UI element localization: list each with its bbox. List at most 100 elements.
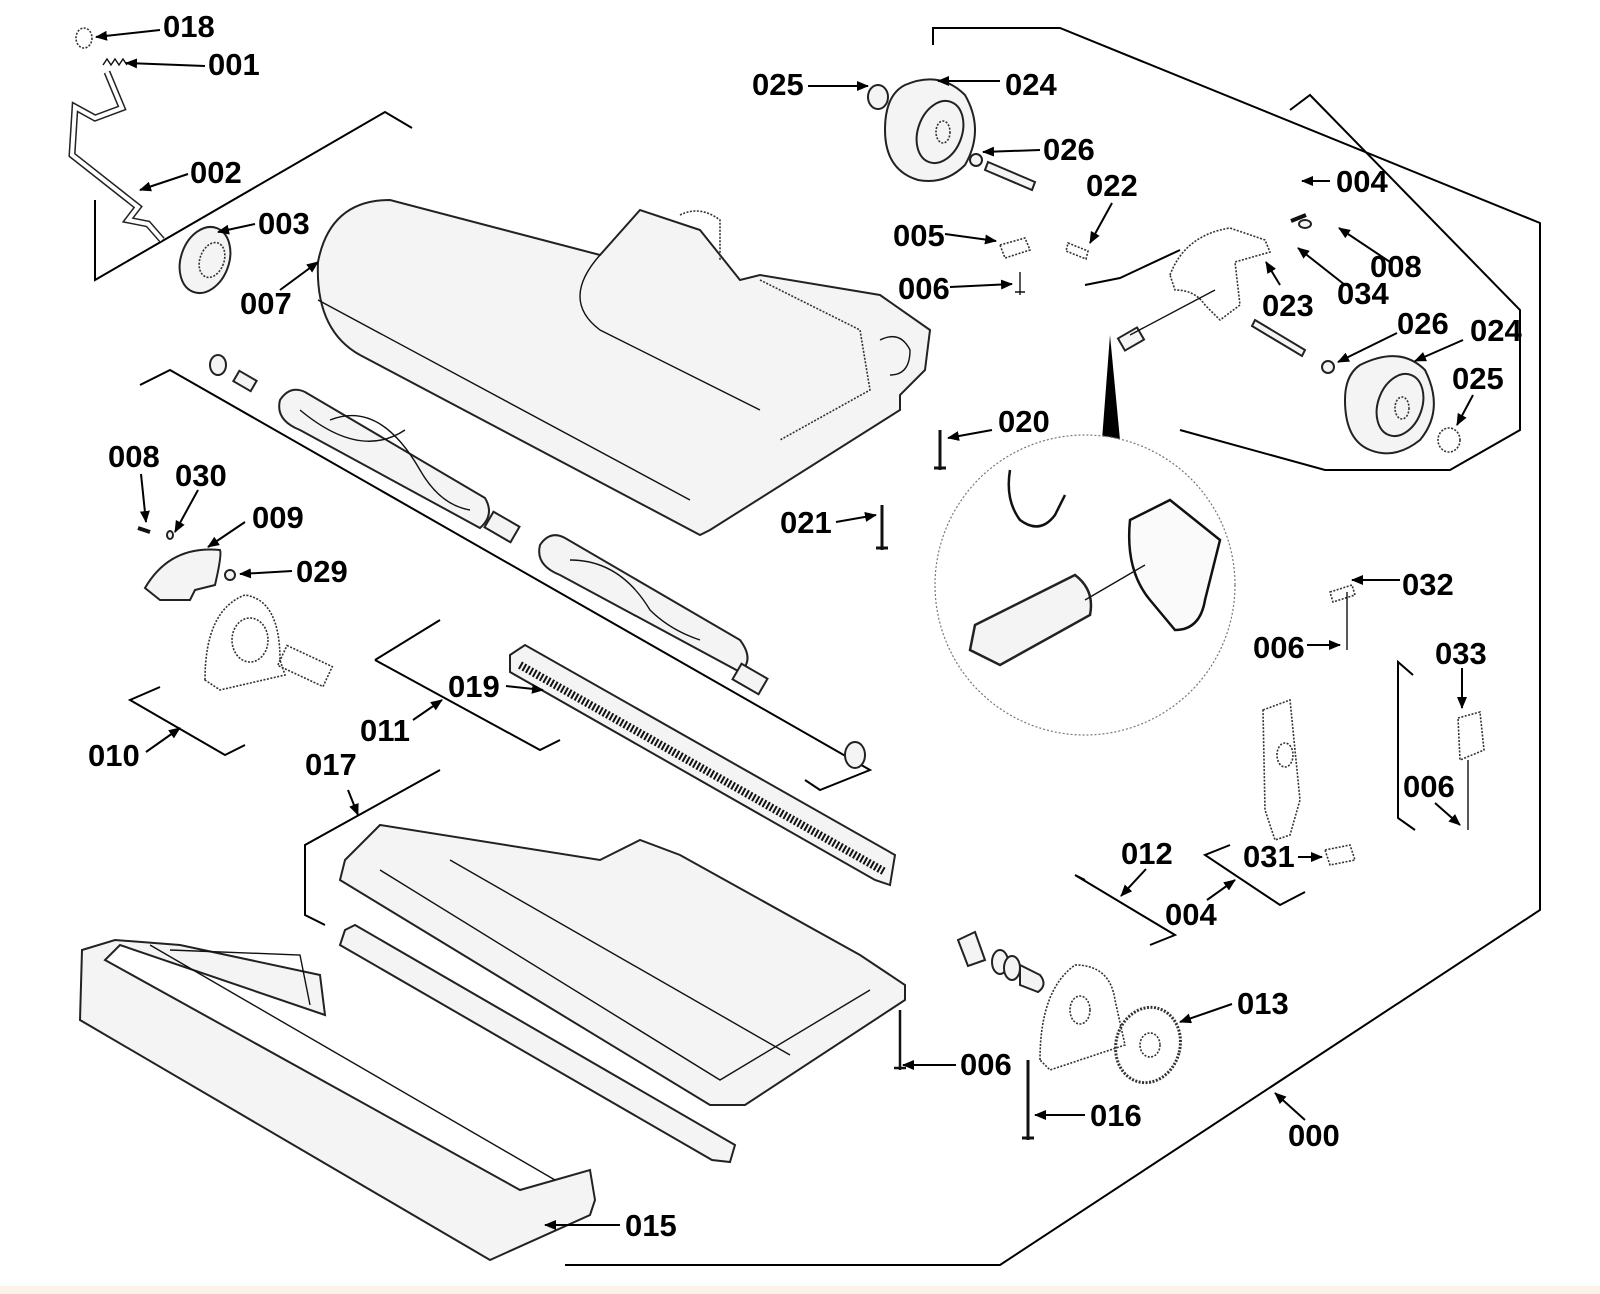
assembly-bracket-033 xyxy=(1397,659,1416,831)
callout-031[interactable]: 031 xyxy=(1243,839,1323,874)
bristle-strip-part xyxy=(509,643,897,887)
callout-label: 003 xyxy=(258,206,310,241)
callout-label: 032 xyxy=(1402,567,1454,602)
callout-015[interactable]: 015 xyxy=(544,1208,677,1243)
bracket-part-032 xyxy=(1329,583,1356,650)
small-parts-left xyxy=(137,213,1307,581)
callout-006-switch[interactable]: 006 xyxy=(1403,769,1461,826)
spring-part-001 xyxy=(102,57,128,67)
bumper-part xyxy=(78,938,597,1262)
callout-007[interactable]: 007 xyxy=(240,261,319,321)
callout-020[interactable]: 020 xyxy=(947,404,1050,441)
callout-002[interactable]: 002 xyxy=(139,155,242,192)
assembly-bracket-023 xyxy=(1084,249,1181,286)
callout-006-top[interactable]: 006 xyxy=(898,271,1013,306)
nozzle-housing-part xyxy=(316,198,932,537)
assembly-bracket-002 xyxy=(94,110,413,282)
callout-label: 005 xyxy=(893,218,945,253)
callout-label: 000 xyxy=(1288,1118,1340,1153)
callout-label: 026 xyxy=(1043,132,1095,167)
callout-label: 020 xyxy=(998,404,1050,439)
callout-label: 025 xyxy=(1452,361,1504,396)
height-lever-part xyxy=(1262,698,1357,866)
callout-004-top[interactable]: 004 xyxy=(1301,164,1388,199)
callout-label: 006 xyxy=(1403,769,1455,804)
callout-label: 033 xyxy=(1435,636,1487,671)
callout-013[interactable]: 013 xyxy=(1179,986,1289,1024)
pedal-cap-part xyxy=(75,27,93,49)
screw-part-016 xyxy=(1022,1060,1034,1140)
callout-010[interactable]: 010 xyxy=(88,727,181,773)
callout-008-top[interactable]: 008 xyxy=(1338,227,1422,284)
assembly-bracket-004 xyxy=(1179,93,1521,471)
callout-029[interactable]: 029 xyxy=(239,554,348,589)
callout-label: 022 xyxy=(1086,168,1138,203)
callout-label: 002 xyxy=(190,155,242,190)
callout-004-bottom[interactable]: 004 xyxy=(1165,879,1236,932)
callout-label: 006 xyxy=(898,271,950,306)
rear-wheel-top-part xyxy=(867,78,1037,192)
callout-003[interactable]: 003 xyxy=(217,206,310,241)
callout-026-right[interactable]: 026 xyxy=(1337,306,1449,363)
callout-026-top[interactable]: 026 xyxy=(982,132,1095,167)
assembly-bracket-011 xyxy=(139,368,873,792)
callout-017[interactable]: 017 xyxy=(305,747,359,816)
callout-021[interactable]: 021 xyxy=(780,505,877,540)
callout-024-top[interactable]: 024 xyxy=(937,67,1057,102)
screw-part-020 xyxy=(934,430,946,470)
callout-label: 018 xyxy=(163,9,215,44)
callout-label: 008 xyxy=(1370,249,1422,284)
base-plate-part xyxy=(338,823,906,1164)
callout-033[interactable]: 033 xyxy=(1435,636,1487,709)
rear-wheel-right-part xyxy=(1321,355,1461,455)
detail-magnifier xyxy=(934,335,1236,736)
assembly-bracket-012 xyxy=(1074,874,1178,946)
screw-part-006d xyxy=(894,1010,906,1070)
callout-025-right[interactable]: 025 xyxy=(1452,361,1504,426)
callout-label: 013 xyxy=(1237,986,1289,1021)
height-bracket-part xyxy=(1116,219,1312,358)
callout-006-right[interactable]: 006 xyxy=(1253,630,1341,665)
callout-025-top[interactable]: 025 xyxy=(752,67,869,102)
callout-label: 012 xyxy=(1121,836,1173,871)
callout-009[interactable]: 009 xyxy=(207,500,304,548)
callout-030[interactable]: 030 xyxy=(174,458,227,533)
callout-012[interactable]: 012 xyxy=(1120,836,1173,897)
assembly-bracket-031 xyxy=(1202,844,1306,907)
callout-000[interactable]: 000 xyxy=(1274,1092,1340,1153)
callout-032[interactable]: 032 xyxy=(1351,567,1454,602)
callout-label: 015 xyxy=(625,1208,677,1243)
callout-label: 023 xyxy=(1262,288,1314,323)
callout-011[interactable]: 011 xyxy=(360,699,443,748)
callout-005[interactable]: 005 xyxy=(893,218,997,253)
assembly-bracket-000 xyxy=(565,27,1541,1266)
bottom-margin-strip xyxy=(0,1286,1600,1294)
callout-label: 030 xyxy=(175,458,227,493)
callout-label: 024 xyxy=(1005,67,1057,102)
callout-label: 010 xyxy=(88,738,140,773)
assembly-bracket-017 xyxy=(304,769,441,926)
callout-label: 029 xyxy=(296,554,348,589)
callout-018[interactable]: 018 xyxy=(95,9,215,44)
end-bearing-part xyxy=(204,594,334,691)
callout-label: 006 xyxy=(1253,630,1305,665)
callout-label: 004 xyxy=(1336,164,1388,199)
callout-001[interactable]: 001 xyxy=(125,47,260,82)
front-wheel-part xyxy=(178,226,232,294)
callout-024-right[interactable]: 024 xyxy=(1414,313,1522,362)
callout-016[interactable]: 016 xyxy=(1034,1098,1142,1133)
callout-label: 007 xyxy=(240,286,292,321)
callout-label: 026 xyxy=(1397,306,1449,341)
callout-008-left[interactable]: 008 xyxy=(108,439,160,523)
callout-023[interactable]: 023 xyxy=(1262,261,1314,323)
callout-034[interactable]: 034 xyxy=(1297,247,1389,311)
motor-cover-part xyxy=(1039,964,1126,1071)
callout-006-bottom[interactable]: 006 xyxy=(902,1047,1012,1082)
callout-label: 021 xyxy=(780,505,832,540)
callout-label: 008 xyxy=(108,439,160,474)
lever-rod-part xyxy=(68,70,165,243)
callout-022[interactable]: 022 xyxy=(1086,168,1138,244)
callout-label: 006 xyxy=(960,1047,1012,1082)
callout-019[interactable]: 019 xyxy=(448,669,544,704)
